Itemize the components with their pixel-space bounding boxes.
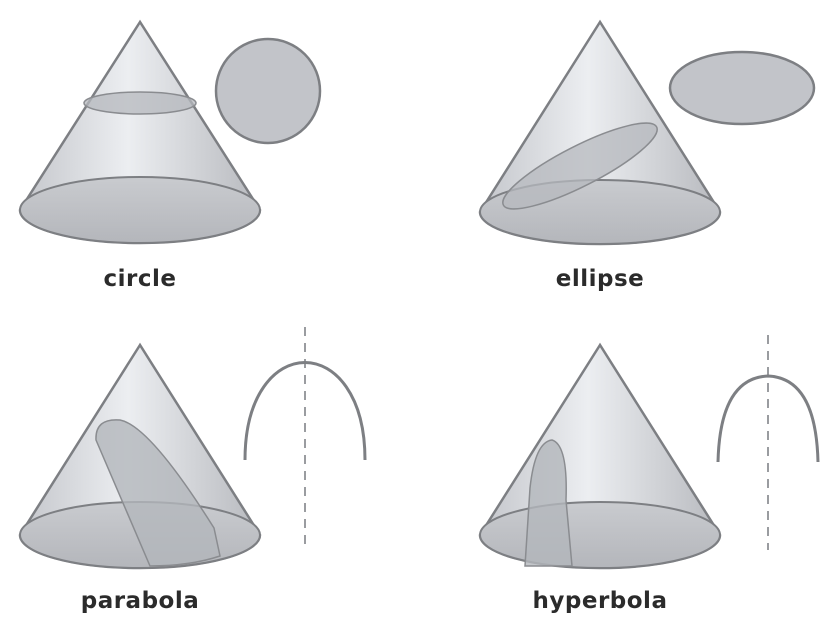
circle-cross-section: [84, 92, 196, 114]
ellipse-label: ellipse: [556, 266, 645, 292]
circle-cone-base: [20, 177, 260, 243]
hyperbola-panel: [480, 335, 818, 568]
circle-panel: [20, 22, 320, 243]
hyperbola-label: hyperbola: [533, 588, 668, 614]
ellipse-shape: [670, 52, 814, 124]
circle-shape: [216, 39, 320, 143]
parabola-panel: [20, 327, 365, 568]
parabola-label: parabola: [81, 588, 200, 614]
ellipse-panel: [480, 22, 814, 244]
circle-label: circle: [104, 266, 177, 292]
hyperbola-cone-base: [480, 502, 720, 568]
